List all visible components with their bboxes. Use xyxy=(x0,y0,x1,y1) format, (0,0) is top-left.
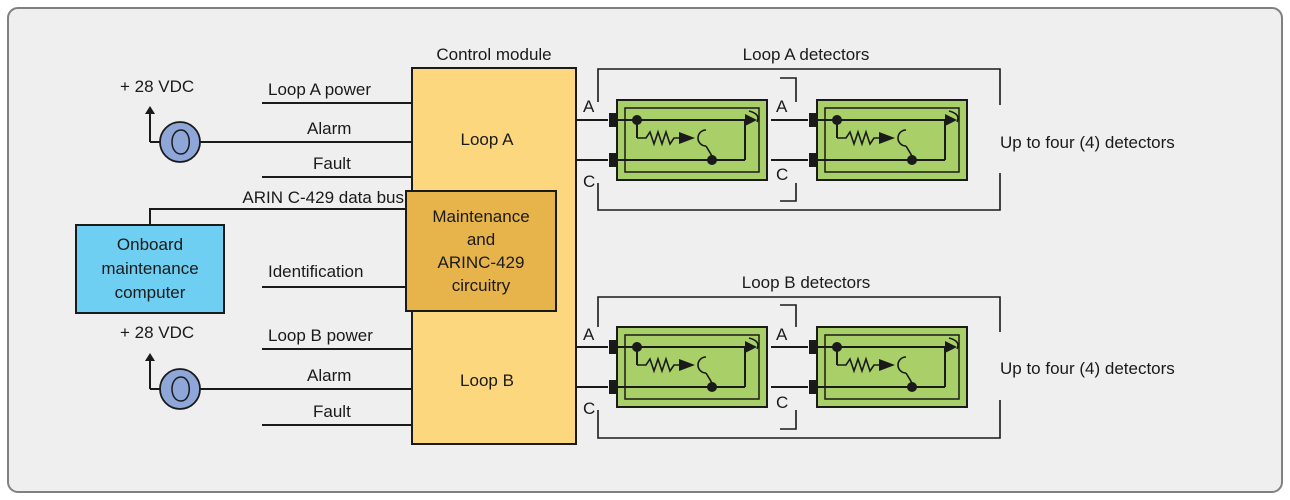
loop-b-detector-2 xyxy=(808,326,968,408)
identification-label: Identification xyxy=(268,262,363,281)
loop-a-detector-1 xyxy=(608,99,768,181)
loop-b-detector-1 xyxy=(608,326,768,408)
loop-b-terminal-c2: C xyxy=(776,393,788,412)
loop-a-detectors-title: Loop A detectors xyxy=(743,45,870,64)
data-bus-label: ARIN C-429 data bus xyxy=(242,188,404,207)
loop-a-label: Loop A xyxy=(461,130,515,149)
circuitry-label-line3: ARINC-429 xyxy=(438,253,525,272)
loop-b-power-label: Loop B power xyxy=(268,326,373,345)
loop-a-terminal-c1: C xyxy=(583,172,595,191)
computer-label-line2: maintenance xyxy=(101,259,198,278)
loop-b-terminal-a2: A xyxy=(776,325,788,344)
loop-b-terminal-a1: A xyxy=(583,325,595,344)
supply-label-a: + 28 VDC xyxy=(120,77,194,96)
fault-b-label: Fault xyxy=(313,402,351,421)
loop-b-detector-note: Up to four (4) detectors xyxy=(1000,359,1175,378)
loop-a-terminal-a2: A xyxy=(776,97,788,116)
computer-label-line1: Onboard xyxy=(117,235,183,254)
alarm-a-label: Alarm xyxy=(307,119,351,138)
fault-a-label: Fault xyxy=(313,154,351,173)
maintenance-computer-box xyxy=(75,224,225,314)
loop-a-terminal-c2: C xyxy=(776,165,788,184)
control-module-title: Control module xyxy=(436,45,551,64)
supply-label-b: + 28 VDC xyxy=(120,323,194,342)
loop-b-detectors-title: Loop B detectors xyxy=(742,273,871,292)
signal-wires xyxy=(149,102,412,426)
loop-b-label: Loop B xyxy=(460,371,514,390)
loop-b-terminal-c1: C xyxy=(583,399,595,418)
loop-a-power-label: Loop A power xyxy=(268,80,371,99)
loop-a-wiring xyxy=(576,68,1001,211)
circuitry-label-line2: and xyxy=(467,230,495,249)
alarm-b-label: Alarm xyxy=(307,366,351,385)
loop-a-detector-2 xyxy=(808,99,968,181)
circuitry-label-line4: circuitry xyxy=(452,276,511,295)
computer-label-line3: computer xyxy=(115,283,186,302)
loop-b-wiring xyxy=(576,296,1001,439)
loop-a-terminal-a1: A xyxy=(583,97,595,116)
loop-a-detector-note: Up to four (4) detectors xyxy=(1000,133,1175,152)
circuitry-label-line1: Maintenance xyxy=(432,207,529,226)
circuitry-box xyxy=(405,190,557,312)
